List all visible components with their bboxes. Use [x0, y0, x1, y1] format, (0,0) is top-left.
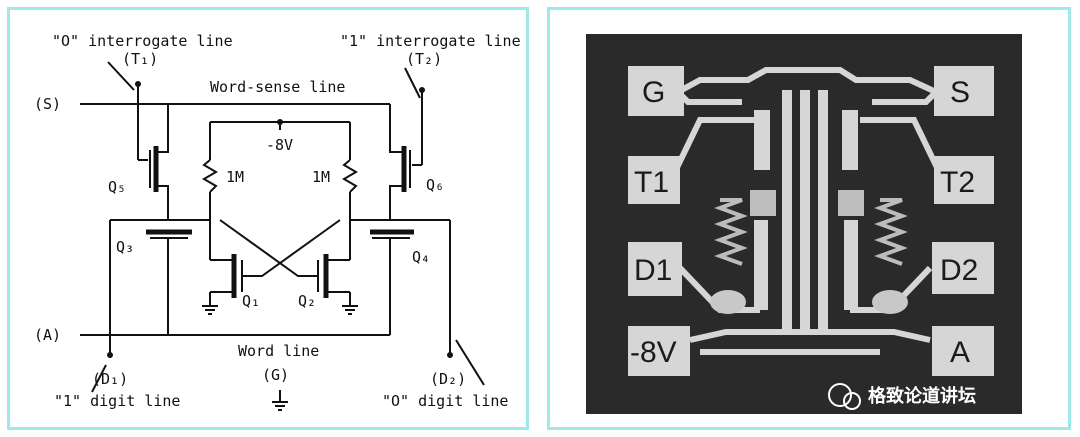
schematic-svg: "O" interrogate line (T₁) "1" interrogat…	[34, 32, 521, 411]
d2-label: (D₂)	[430, 370, 466, 388]
q1-label: Q₁	[242, 292, 260, 310]
schematic-panel: "O" interrogate line (T₁) "1" interrogat…	[7, 7, 529, 430]
pad-t1-label: T1	[634, 166, 669, 199]
digit-1-label: "1" digit line	[54, 392, 180, 410]
g-label: (G)	[262, 366, 289, 384]
left-upper-strip	[754, 110, 770, 170]
right-lower-strip	[844, 220, 858, 310]
pad-d2	[932, 242, 994, 294]
pad-d2-label: D2	[940, 254, 978, 287]
word-line-label: Word line	[238, 342, 319, 360]
left-resistor	[714, 198, 748, 266]
t1-node	[135, 81, 141, 87]
schematic-wires	[80, 61, 485, 411]
q5-drain	[156, 104, 169, 153]
pad-d1	[628, 242, 682, 296]
word-sense-label: Word-sense line	[210, 78, 345, 96]
q5-label: Q₅	[108, 178, 126, 196]
q6-label: Q₆	[426, 176, 444, 194]
bottom-trace	[689, 329, 931, 343]
pad-t1	[628, 156, 680, 204]
pad-a-label: A	[950, 336, 970, 369]
pad-s	[934, 66, 994, 116]
center-strip-3	[818, 90, 828, 330]
chip-photo-svg: G S T1 T2 D1 D2 -8V A 格致论道讲坛	[586, 34, 1022, 414]
d2-arrow	[455, 339, 485, 386]
d1-label: (D₁)	[92, 370, 128, 388]
pad-t2	[934, 156, 994, 204]
top-trace	[676, 67, 938, 95]
chip-pads	[628, 66, 994, 376]
pad-g-label: G	[642, 76, 665, 109]
pad-v	[628, 326, 690, 376]
left-lower-strip	[754, 220, 768, 310]
r2-label: 1M	[312, 168, 330, 186]
r1-label: 1M	[226, 168, 244, 186]
t1-label: (T₁)	[122, 50, 158, 68]
d1-node	[107, 352, 113, 358]
chip-photo-panel: G S T1 T2 D1 D2 -8V A 格致论道讲坛	[547, 7, 1071, 430]
pad-a	[932, 326, 994, 376]
right-contact-blob	[872, 290, 908, 314]
minus8v-label: -8V	[266, 136, 293, 154]
right-gate-region	[838, 190, 864, 216]
right-upper-strip	[842, 110, 858, 170]
watermark-logo-icon-small	[843, 392, 861, 410]
center-strip-1	[782, 90, 792, 330]
left-gate-region	[750, 190, 776, 216]
cross-wire-b	[219, 219, 318, 277]
pad-v-label: -8V	[630, 336, 677, 369]
pad-t2-label: T2	[940, 166, 975, 199]
q2-label: Q₂	[298, 292, 316, 310]
q3-label: Q₃	[116, 238, 134, 256]
chip-resistors	[714, 198, 908, 266]
q5-source	[156, 185, 169, 220]
r1-zigzag	[202, 159, 218, 193]
pad-s-label: S	[950, 76, 970, 109]
digit-0-label: "O" digit line	[382, 392, 508, 410]
pad-d1-label: D1	[634, 254, 672, 287]
t1-arrow	[107, 61, 135, 91]
chip-center-strips	[750, 90, 864, 330]
q6-source	[389, 185, 404, 220]
watermark: 格致论道讲坛	[828, 383, 976, 410]
t2-arrow	[404, 67, 421, 99]
s-label: (S)	[34, 95, 61, 113]
vdd-node	[277, 119, 283, 125]
d2-node	[447, 352, 453, 358]
q6-drain	[389, 104, 404, 153]
interrogate-1-label: "1" interrogate line	[340, 32, 521, 50]
q4-label: Q₄	[412, 248, 430, 266]
cross-wire-a	[242, 219, 341, 277]
interrogate-0-label: "O" interrogate line	[52, 32, 233, 50]
t2-node	[419, 87, 425, 93]
pad-g	[628, 66, 684, 116]
left-contact-blob	[710, 290, 746, 314]
watermark-text: 格致论道讲坛	[868, 385, 976, 407]
right-resistor	[874, 198, 908, 266]
r2-zigzag	[342, 159, 358, 193]
center-strip-2	[800, 90, 810, 330]
d1-arrow	[91, 364, 107, 393]
t2-label: (T₂)	[406, 50, 442, 68]
a-label: (A)	[34, 326, 61, 344]
watermark-logo-icon	[828, 383, 852, 407]
s-trace	[872, 89, 939, 105]
